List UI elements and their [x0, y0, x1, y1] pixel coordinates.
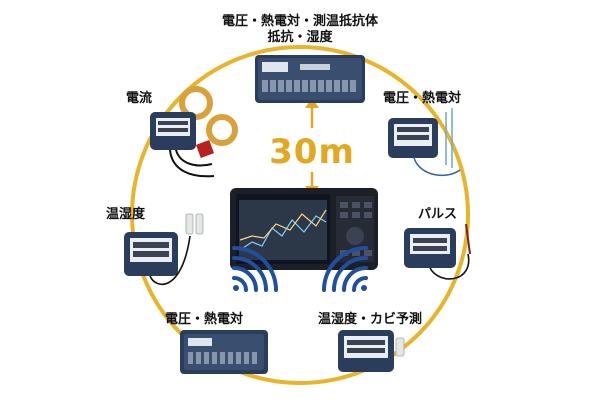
pulse-logger-device: [404, 223, 471, 280]
mold-logger-device: [338, 330, 405, 372]
label-humidity-mold: 温湿度・カビ予測: [318, 312, 423, 327]
right-volt-logger-device: [388, 108, 461, 177]
distance-label: 30m: [269, 132, 355, 172]
label-pulse: パルス: [418, 207, 458, 222]
label-top-line1: 電圧・熱電対・測温抵抗体: [221, 14, 378, 29]
label-volt-tc-bottom: 電圧・熱電対: [165, 312, 244, 327]
label-current: 電流: [126, 91, 153, 106]
label-volt-tc-right: 電圧・熱電対: [383, 91, 462, 106]
label-humidity-temp: 温湿度: [106, 207, 146, 222]
label-top-line2: 抵抗・湿度: [267, 30, 333, 46]
wireless-signal-right-icon: [322, 246, 368, 292]
wireless-signal-left-icon: [232, 246, 278, 292]
current-logger-device: [150, 86, 238, 178]
humidity-logger-device: [124, 213, 204, 285]
wireless-range-ring: [130, 45, 470, 385]
label-top-device: 電圧・熱電対・測温抵抗体 抵抗・湿度: [190, 14, 410, 47]
bottom-logger-device: [180, 330, 268, 374]
top-logger-device: [255, 55, 365, 103]
